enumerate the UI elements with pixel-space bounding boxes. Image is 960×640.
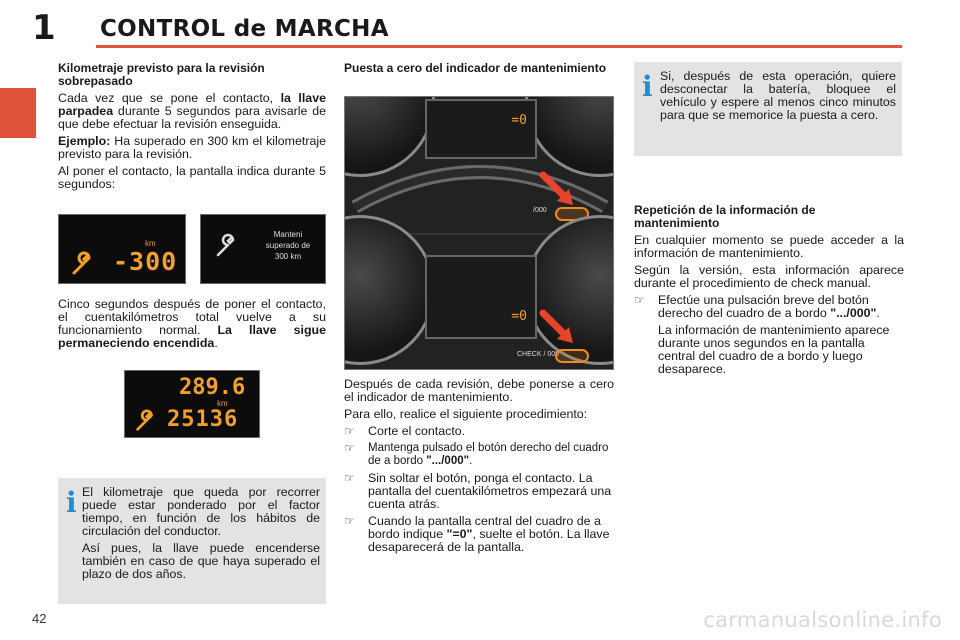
paragraph-reset-intro: Después de cada revisión, debe ponerse a…: [344, 377, 614, 404]
bold-text: La llave sigue permaneciendo encendida: [58, 323, 326, 350]
paragraph-version: Según la versión, esta información apare…: [634, 263, 904, 290]
list-item: ☞ Cuando la pantalla central del cuadro d…: [344, 515, 614, 554]
paragraph-overdue-intro: Cada vez que se pone el contacto, la lla…: [58, 92, 326, 131]
arrow-icon: [539, 309, 573, 343]
odometer-display: 289.6 km 25136: [124, 370, 260, 438]
instrument-cluster-photos: =0 /000 =0 CHECK / 000: [344, 96, 614, 370]
lcd-display-km: km -300: [58, 214, 186, 284]
step-detail: La información de mantenimiento aparece …: [658, 323, 890, 376]
list-item: ☞ Sin soltar el botón, ponga el contacto.…: [344, 472, 614, 511]
lcd-message-line: 300 km: [274, 252, 302, 261]
section-heading-overdue: Kilometraje previsto para la revisión so…: [58, 61, 265, 88]
step-text: Cuando la pantalla central del cuadro de…: [368, 514, 601, 541]
column-middle-text: Después de cada revisión, debe ponerse a…: [344, 378, 614, 558]
section-heading-repeat: Repetición de la información de mantenim…: [634, 203, 816, 230]
bold-text: la llave parpadea: [58, 91, 326, 118]
info-box-right: i Si, después de esta operación, quiere …: [634, 62, 902, 156]
wrench-icon: [136, 409, 153, 431]
lcd-display-message: Manteni superado de 300 km: [200, 214, 326, 284]
step-text: Corte el contacto.: [368, 424, 466, 438]
central-screen: =0: [425, 255, 537, 339]
list-item: ☞ Mantenga pulsado el botón derecho del c…: [344, 442, 614, 468]
page-title: CONTROL de MARCHA: [100, 16, 389, 42]
info-icon: i: [66, 486, 77, 519]
total-odometer-value: 25136: [167, 407, 239, 432]
chapter-number: 1: [32, 8, 56, 48]
title-rule: [96, 45, 902, 48]
text: Cada vez que se pone el contacto,: [58, 91, 281, 105]
step-text: Sin soltar el botón, ponga el contacto. …: [368, 471, 612, 511]
screen-reset-value: =0: [511, 309, 527, 324]
screen-reset-value: =0: [511, 113, 527, 128]
pointing-hand-bullet-icon: ☞: [344, 424, 355, 438]
bold-text: ".../000": [426, 455, 470, 467]
pointing-hand-bullet-icon: ☞: [344, 514, 355, 528]
step-text: Efectúe una pulsación breve del botón de…: [658, 293, 869, 320]
step-text: .: [876, 306, 880, 320]
step-text: Mantenga pulsado el botón derecho del cu…: [368, 442, 609, 467]
repeat-steps: ☞ Efectúe una pulsación breve del botón d…: [634, 294, 904, 376]
text: Cinco segundos después de poner el conta…: [58, 297, 326, 337]
procedure-steps: ☞ Corte el contacto. ☞ Mantenga pulsado el…: [344, 425, 614, 554]
pointing-hand-bullet-icon: ☞: [634, 293, 645, 307]
column-right: Repetición de la información de mantenim…: [634, 204, 904, 380]
info-paragraph: Si, después de esta operación, quiere de…: [660, 69, 896, 122]
lcd-value: -300: [113, 247, 178, 276]
list-item: ☞ Efectúe una pulsación breve del botón d…: [634, 294, 904, 376]
odometer-unit: km: [217, 399, 228, 408]
text: .: [214, 336, 218, 350]
cluster-photo-bottom: =0 CHECK / 000: [345, 215, 613, 369]
bold-text: "=0": [446, 527, 473, 541]
info-box-text: El kilometraje que queda por recorrer pu…: [82, 486, 320, 585]
button-label: CHECK / 000: [517, 351, 560, 358]
gauge-arcs: [351, 165, 609, 214]
button-label: /000: [533, 207, 547, 214]
paragraph-display: Al poner el contacto, la pantalla indica…: [58, 164, 326, 191]
page-number: 42: [32, 611, 47, 626]
cluster-photo-top: =0 /000: [345, 97, 613, 233]
column-middle-heading: Puesta a cero del indicador de mantenimi…: [344, 62, 614, 79]
paragraph-access: En cualquier momento se puede acceder a …: [634, 233, 904, 260]
pointing-hand-bullet-icon: ☞: [344, 471, 355, 485]
info-box-left: i El kilometraje que queda por recorrer …: [58, 478, 326, 604]
section-heading-reset: Puesta a cero del indicador de mantenimi…: [344, 61, 607, 75]
lcd-row: km -300 Manteni superado de 300 km: [58, 214, 326, 284]
info-paragraph: Así pues, la llave puede encenderse tamb…: [82, 541, 320, 581]
lcd-unit: km: [145, 239, 156, 248]
step-text: .: [469, 455, 473, 467]
trip-odometer-value: 289.6: [179, 375, 246, 400]
lcd-message: Manteni superado de 300 km: [255, 229, 321, 262]
pointing-hand-bullet-icon: ☞: [344, 441, 355, 455]
column-left: Kilometraje previsto para la revisión so…: [58, 62, 326, 195]
bold-text: ".../000": [830, 306, 877, 320]
arrow-icon: [539, 171, 573, 205]
paragraph-normal-mode: Cinco segundos después de poner el conta…: [58, 298, 326, 350]
watermark: carmanualsonline.info: [703, 608, 942, 632]
list-item: ☞ Corte el contacto.: [344, 425, 614, 438]
chapter-side-tab: [0, 88, 36, 138]
wrench-icon: [216, 233, 235, 257]
info-paragraph: El kilometraje que queda por recorrer pu…: [82, 485, 320, 538]
paragraph-procedure: Para ello, realice el siguiente procedim…: [344, 407, 588, 421]
lcd-message-line: Manteni: [273, 230, 303, 239]
step-text: , suelte el botón. La llave desaparecerá…: [368, 527, 610, 554]
wrench-icon: [72, 251, 91, 275]
info-box-text: Si, después de esta operación, quiere de…: [660, 70, 896, 126]
bold-text: Ejemplo:: [58, 134, 111, 148]
gauge-left: [345, 215, 435, 365]
trip-reset-button[interactable]: [555, 349, 589, 363]
info-icon: i: [642, 70, 653, 103]
paragraph-example: Ejemplo: Ha superado en 300 km el kilome…: [58, 135, 326, 161]
text: Ha superado en 300 km el kilometraje pre…: [58, 134, 326, 161]
central-screen: =0: [425, 99, 537, 159]
lcd-message-line: superado de: [265, 241, 311, 250]
text: durante 5 segundos para avisarle de que …: [58, 104, 326, 131]
